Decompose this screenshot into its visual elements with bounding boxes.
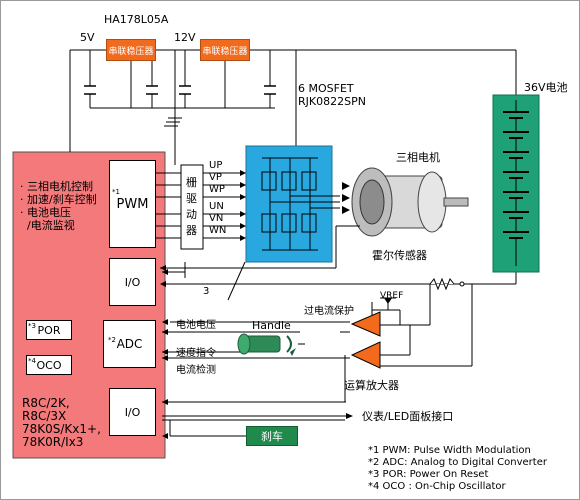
overcurrent-label: 过电流保护 [304,306,354,317]
gate-driver-block [180,164,204,250]
regulator-1: 串联稳压器 [106,39,156,61]
signal-up: UP [209,160,223,171]
signal-wp: WP [209,184,225,195]
por-label: POR [37,323,61,337]
shunt-resistor [429,277,455,291]
pwm-block: PWM [109,160,156,248]
gate-driver-label: 栅驱动器 [186,176,197,237]
adc-footnote-mark: *2 [108,336,116,344]
signal-un: UN [209,201,224,212]
pwm-footnote-mark: *1 [112,188,120,196]
io-lower-label: I/O [124,405,141,419]
footnote-pwm: *1 PWM: Pulse Width Modulation [368,445,531,456]
feature-accel-brake: · 加速/刹车控制 [20,193,97,206]
oco-footnote-mark: *4 [28,357,36,365]
bus-width-label: 3 [203,286,210,297]
por-block: POR [26,320,72,340]
voltage-12v-label: 12V [174,31,196,44]
mosfet-label-line1: 6 MOSFET [298,82,354,95]
hall-sensor-label: 霍尔传感器 [372,249,427,262]
pwm-label: PWM [116,196,149,212]
adc-label: ADC [116,337,143,351]
feature-battery-voltage: · 电池电压 [20,206,71,219]
io-block-lower: I/O [109,388,156,436]
footnote-por: *3 POR: Power On Reset [368,469,489,480]
footnote-adc: *2 ADC: Analog to Digital Converter [368,457,547,468]
mosfet-label-line2: RJK0822SPN [298,95,366,108]
opamp-label: 运算放大器 [344,379,399,392]
por-footnote-mark: *3 [28,322,36,330]
signal-vp: VP [209,172,222,183]
motor-label: 三相电机 [396,151,440,164]
signal-wn: WN [209,225,227,236]
mcu-model-4: 78K0R/Ix3 [22,435,84,449]
opamp-current [350,341,381,369]
mcu-model-2: R8C/3X [22,409,67,423]
mcu-model-1: R8C/2K, [22,396,70,410]
opamp-overcurrent [350,311,381,337]
signal-vn: VN [209,213,224,224]
handle-drawing [237,333,296,356]
voltage-5v-label: 5V [80,31,95,44]
feature-motor-control: · 三相电机控制 [20,180,93,193]
oco-block: OCO [26,355,72,375]
handle-label: Handle [252,319,291,332]
regulator-2: 串联稳压器 [200,39,250,61]
mosfet-bridge [245,145,333,263]
oco-label: OCO [36,358,62,372]
battery-label: 36V电池 [524,81,568,94]
feature-current-monitor: /电流监视 [27,219,75,232]
panel-interface-label: 仪表/LED面板接口 [362,410,454,423]
vref-label: VREF [380,291,404,301]
motor-drawing [351,167,469,237]
mcu-model-3: 78K0S/Kx1+, [22,422,101,436]
io-upper-label: I/O [124,275,141,289]
battery-voltage-label: 电池电压 [176,320,216,331]
brake-label: 刹车 [261,430,283,443]
brake-block: 刹车 [246,426,298,446]
adc-block: ADC [103,320,156,368]
current-detect-label: 电流检测 [176,365,216,376]
footnote-oco: *4 OCO : On-Chip Oscillator [368,481,506,492]
io-block-upper: I/O [109,258,156,306]
speed-command-label: 速度指令 [176,348,216,359]
regulator-part-label: HA178L05A [104,13,169,26]
